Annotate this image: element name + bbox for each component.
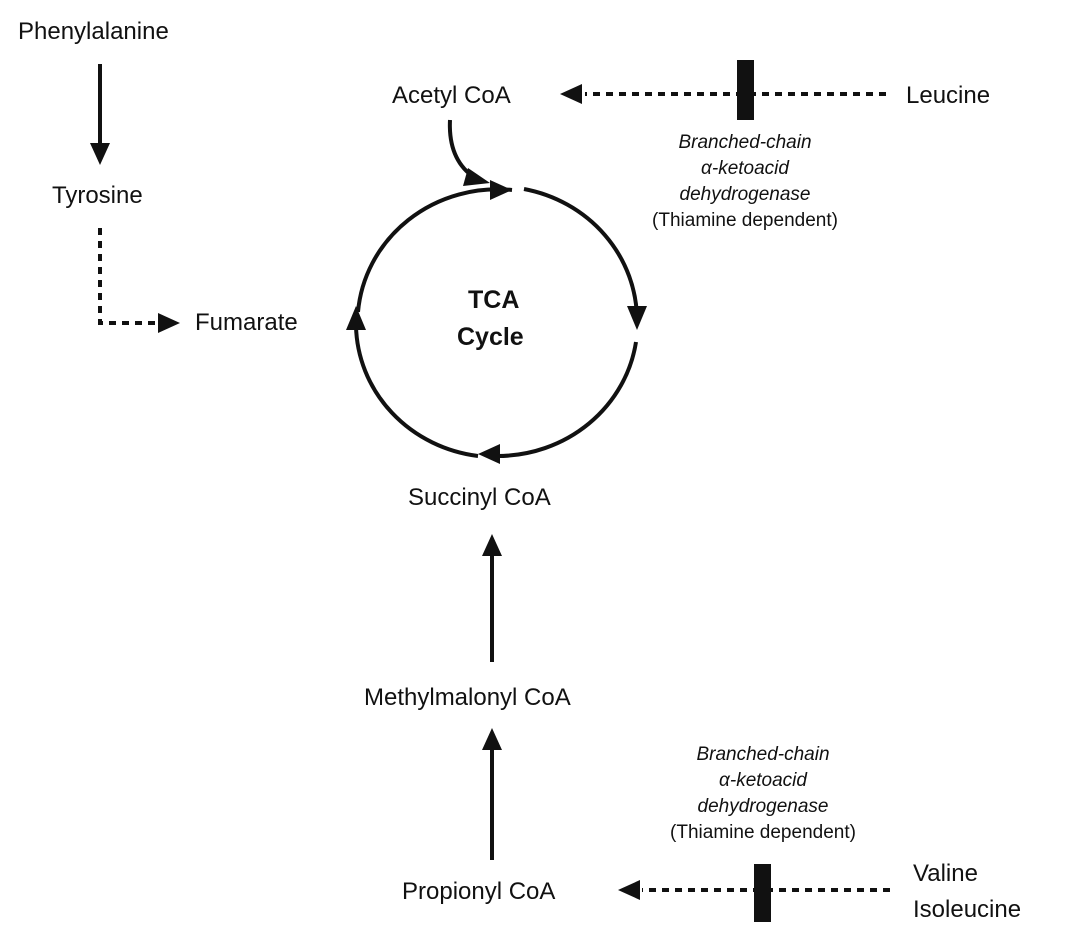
arrow-acetylcoa-cycle xyxy=(447,119,490,186)
enzyme-bottom-line3: dehydrogenase xyxy=(697,796,829,817)
enzyme-top-line4: (Thiamine dependent) xyxy=(652,210,838,231)
arrow-leucine-acetylcoa xyxy=(560,84,886,104)
tca-cycle-ring xyxy=(354,187,639,458)
enzyme-annotation-top: Branched-chain α-ketoacid dehydrogenase … xyxy=(615,130,875,234)
label-cycle: Cycle xyxy=(457,323,524,351)
label-succinyl-coa: Succinyl CoA xyxy=(408,484,551,511)
label-leucine: Leucine xyxy=(906,82,991,109)
block-bar-top xyxy=(737,60,754,120)
label-propionyl-coa: Propionyl CoA xyxy=(402,878,556,905)
tca-cycle-arrowheads xyxy=(346,180,647,464)
label-tyrosine: Tyrosine xyxy=(52,182,143,209)
enzyme-annotation-bottom: Branched-chain α-ketoacid dehydrogenase … xyxy=(633,742,893,846)
enzyme-bottom-line4: (Thiamine dependent) xyxy=(670,822,856,843)
arrow-phenylalanine-tyrosine xyxy=(90,64,110,165)
label-methylmalonyl-coa: Methylmalonyl CoA xyxy=(364,684,571,711)
enzyme-top-line1: Branched-chain xyxy=(678,132,812,153)
label-fumarate: Fumarate xyxy=(195,309,298,336)
arrow-tyrosine-fumarate xyxy=(98,228,180,333)
block-bar-bottom xyxy=(754,864,771,922)
enzyme-bottom-line1: Branched-chain xyxy=(696,744,830,765)
arrow-methylmalonyl-succinyl xyxy=(482,534,502,662)
enzyme-top-line2: α-ketoacid xyxy=(701,158,789,179)
label-isoleucine: Isoleucine xyxy=(913,896,1022,923)
label-acetyl-coa: Acetyl CoA xyxy=(392,82,511,109)
enzyme-bottom-line2: α-ketoacid xyxy=(719,770,807,791)
arrow-propionyl-methylmalonyl xyxy=(482,728,502,860)
enzyme-top-line3: dehydrogenase xyxy=(679,184,811,205)
label-phenylalanine: Phenylalanine xyxy=(18,18,169,45)
label-valine: Valine xyxy=(913,860,978,887)
label-tca: TCA xyxy=(468,286,520,314)
